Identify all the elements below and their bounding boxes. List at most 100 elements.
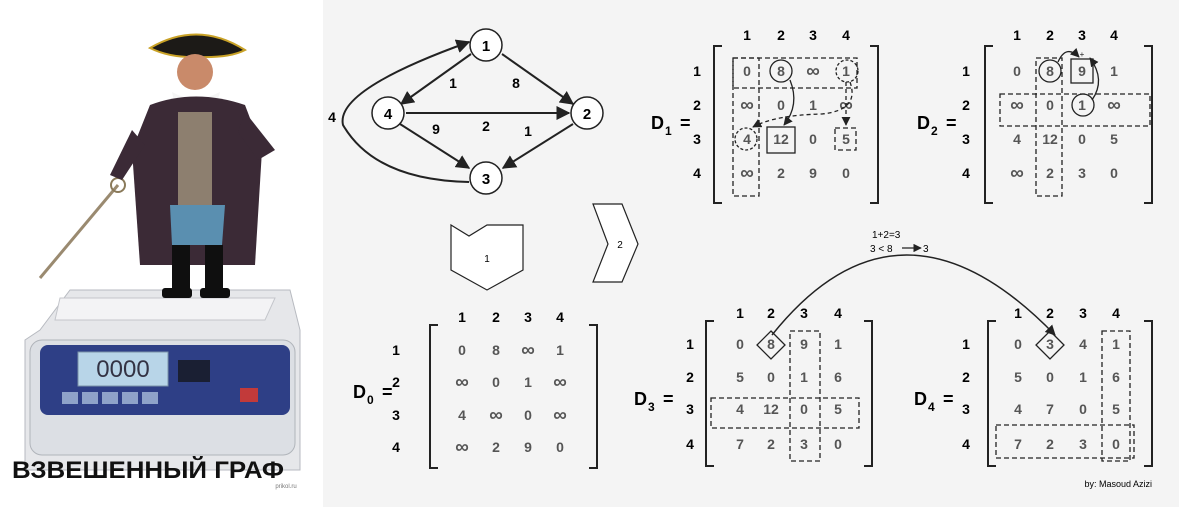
highlight-overlays: +	[710, 47, 1151, 462]
matrix-bracket-left	[984, 45, 993, 204]
matrix-cell: 3	[1046, 336, 1054, 352]
matrix-bracket-right	[1144, 45, 1153, 204]
scale-lcd	[77, 351, 169, 387]
matrix-cell: 0	[1079, 401, 1087, 417]
svg-text:2: 2	[583, 106, 591, 123]
matrix-cell: 1	[1112, 336, 1120, 352]
matrix-cell: ∞	[1010, 163, 1024, 184]
column-4-highlight	[1101, 330, 1131, 462]
matrix-subscript: 4	[928, 400, 935, 414]
note-line-1: 1+2=3	[872, 230, 901, 241]
column-header: 1	[1013, 27, 1021, 43]
weighted-graph: 1 2 3 4 1 8 2 9 1 4	[328, 28, 604, 195]
edge-1-4	[399, 53, 472, 105]
matrix-cell: ∞	[489, 405, 503, 426]
matrix-cell: 0	[800, 401, 808, 417]
matrix-cell: 5	[1112, 401, 1120, 417]
matrix-cell: 5	[736, 369, 744, 385]
matrix-cell: ∞	[455, 372, 469, 393]
meme-caption: ВЗВЕШЕННЫЙ ГРАФ	[12, 456, 284, 484]
matrix-cell: ∞	[740, 163, 754, 184]
diamond-marker	[756, 330, 786, 360]
matrix-cell: 2	[777, 165, 785, 181]
matrix-cell: 0	[767, 369, 775, 385]
matrix-bracket-right	[870, 45, 879, 204]
row-header: 2	[962, 369, 970, 385]
matrix-cell: ∞	[553, 405, 567, 426]
scale-lcd-value: 0000	[96, 356, 149, 383]
matrix-cell: 8	[767, 336, 775, 352]
matrix-cell: 0	[1078, 131, 1086, 147]
column-header: 4	[556, 309, 564, 325]
row-header: 3	[693, 131, 701, 147]
scale-buttons	[62, 360, 258, 404]
row-4-highlight	[995, 424, 1135, 459]
matrix-cell: 4	[458, 407, 466, 423]
edge-weight: 8	[512, 75, 520, 91]
matrix-cell: 6	[1112, 369, 1120, 385]
matrix-bracket-right	[1144, 320, 1153, 467]
matrix-cell: 0	[842, 165, 850, 181]
row-header: 2	[686, 369, 694, 385]
matrix-cell: 5	[1014, 369, 1022, 385]
update-arrow	[752, 81, 853, 128]
row-header: 3	[962, 401, 970, 417]
matrix-cell: 2	[1046, 165, 1054, 181]
edge-3-1	[341, 39, 471, 183]
matrix-cell: 12	[763, 401, 779, 417]
update-arc	[771, 254, 1056, 336]
matrix-cell: 9	[809, 165, 817, 181]
row-header: 1	[392, 342, 400, 358]
matrix-cell: 5	[842, 131, 850, 147]
matrix-cell: 0	[736, 336, 744, 352]
column-header: 3	[1079, 305, 1087, 321]
column-header: 2	[492, 309, 500, 325]
column-header: 2	[1046, 27, 1054, 43]
update-arrow	[1089, 57, 1100, 101]
matrix-subscript: 3	[648, 400, 655, 414]
matrix-cell: 0	[458, 342, 466, 358]
column-header: 4	[1112, 305, 1120, 321]
rapier-icon	[38, 184, 120, 279]
matrix-name: D	[634, 389, 647, 409]
tricorn-hat-icon	[147, 33, 247, 59]
matrix-subscript: 2	[931, 124, 938, 138]
matrix-cell: 0	[492, 374, 500, 390]
row-header: 3	[962, 131, 970, 147]
matrix-bracket-right	[864, 320, 873, 467]
column-header: 3	[524, 309, 532, 325]
column-header: 2	[777, 27, 785, 43]
dashed-highlight	[834, 127, 857, 151]
matrix-cell: 0	[834, 436, 842, 452]
matrix-cell: ∞	[455, 437, 469, 458]
circle-marker	[835, 59, 859, 83]
matrix-cell: ∞	[521, 340, 535, 361]
plus-icon: +	[1080, 50, 1085, 59]
matrix-cell: 1	[800, 369, 808, 385]
diamond-marker	[1035, 330, 1065, 360]
graph-node: 1	[469, 28, 503, 62]
matrix-cell: 7	[736, 436, 744, 452]
matrix-cell: 3	[1079, 436, 1087, 452]
matrix-cell: 4	[1014, 401, 1022, 417]
note-line-2: 3 < 8	[870, 244, 893, 255]
matrix-bracket-right	[589, 324, 598, 469]
edge-1-2	[501, 53, 575, 105]
matrix-name: D	[914, 389, 927, 409]
matrix-cell: 0	[1013, 63, 1021, 79]
matrix-cell: 4	[736, 401, 744, 417]
matrix-equals: =	[680, 113, 691, 133]
matrix-cell: 12	[773, 131, 789, 147]
row-header: 1	[962, 63, 970, 79]
column-header: 2	[1046, 305, 1054, 321]
square-marker	[766, 126, 796, 154]
row-header: 1	[686, 336, 694, 352]
matrix-equals: =	[946, 113, 957, 133]
circle-marker	[1071, 93, 1095, 117]
matrix-cell: ∞	[553, 372, 567, 393]
edge-weight: 4	[328, 109, 336, 125]
matrix-cell: 4	[1013, 131, 1021, 147]
